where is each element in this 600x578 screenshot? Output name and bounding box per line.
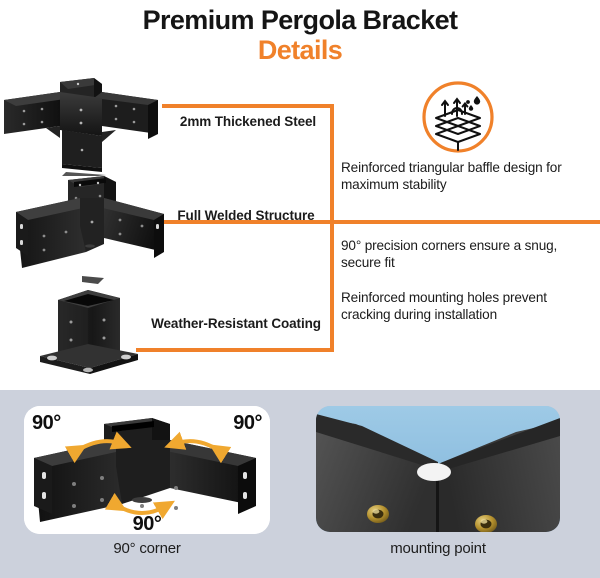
three-way-bracket-image [8,176,170,284]
mounting-point-card [316,406,560,532]
connector-line-middle-right [330,220,600,224]
cross-bracket-image [2,78,162,176]
page-header: Premium Pergola Bracket Details [0,0,600,72]
features-section: 2mm Thickened Steel Full Welded Structur… [0,72,600,382]
page-title-line2: Details [257,35,343,66]
label-full-welded: Full Welded Structure [177,208,315,223]
connector-line-vertical [330,104,334,352]
caption-corner: 90° corner [113,540,181,557]
angle-label-left: 90° [32,412,61,434]
connector-line-top [162,104,334,108]
caption-mounting-point: mounting point [390,540,486,557]
text-baffle-design: Reinforced triangular baffle design for … [341,160,562,192]
layered-waterproof-icon [421,80,495,154]
connector-line-middle-left [155,220,334,224]
label-thickened-steel: 2mm Thickened Steel [179,114,317,129]
text-mounting-holes: Reinforced mounting holes prevent cracki… [341,290,547,322]
label-weather-coating: Weather-Resistant Coating [151,316,321,331]
bottom-panel: 90° 90° 90° [0,390,600,578]
connector-line-bottom [136,348,334,352]
angle-label-right: 90° [233,412,262,434]
corner-demo-card: 90° 90° 90° [24,406,270,534]
text-precision-corners: 90° precision corners ensure a snug, sec… [341,238,558,270]
page-title-line1: Premium Pergola Bracket [142,5,458,35]
angle-label-bottom: 90° [132,513,162,534]
post-base-bracket-image [30,286,148,382]
